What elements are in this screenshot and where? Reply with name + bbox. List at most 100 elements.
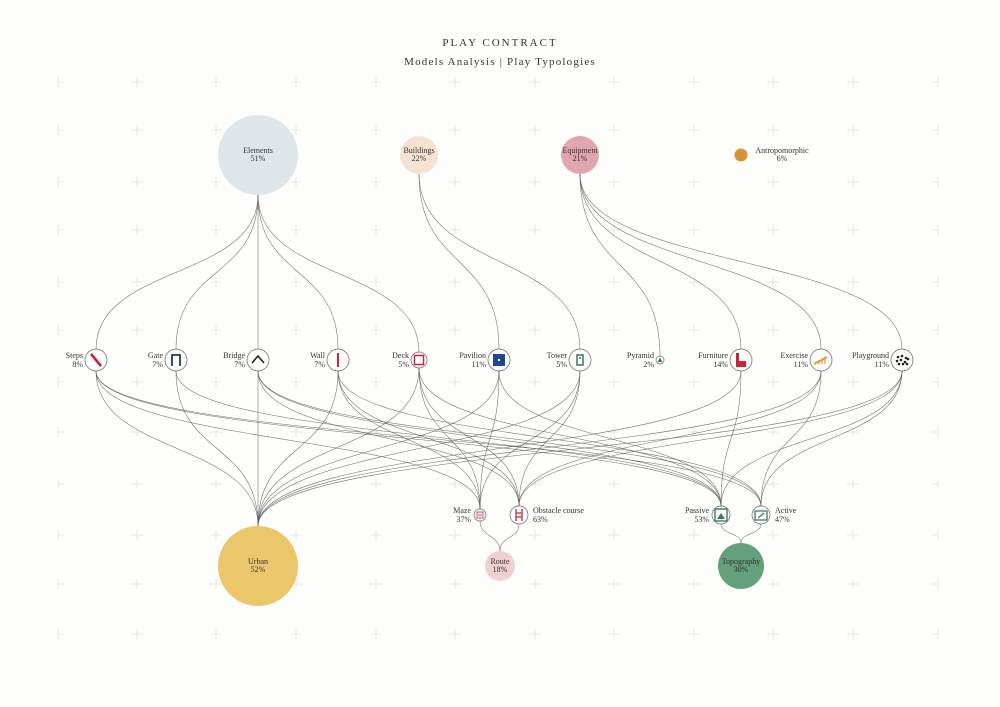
link-tower-to-maze <box>479 370 581 510</box>
link-playground-to-urban <box>257 370 903 527</box>
outcome-topography-bubble <box>718 543 764 589</box>
grid-cross <box>608 579 620 589</box>
grid-cross <box>370 479 382 489</box>
outcome-label: Urban <box>248 557 268 566</box>
grid-cross <box>131 530 143 540</box>
typology-label: Exercise <box>780 351 808 360</box>
grid-cross <box>608 225 620 235</box>
grid-cross <box>131 479 143 489</box>
grid-cross <box>370 177 382 187</box>
grid-cross <box>932 579 939 589</box>
category-label: Equipment <box>562 146 598 155</box>
grid-cross <box>290 629 302 639</box>
grid-cross <box>767 77 779 87</box>
grid-cross <box>57 629 64 639</box>
tower-icon <box>576 354 584 366</box>
link-equipment-to-pyramid <box>579 173 661 357</box>
grid-cross <box>210 225 222 235</box>
link-exercise-to-active <box>760 370 822 507</box>
typology-label: Pavilion <box>459 351 486 360</box>
typology-bridge-ring <box>246 348 270 372</box>
exercise-icon <box>813 356 828 365</box>
typology-value: 11% <box>472 360 487 369</box>
link-maze-to-route <box>479 520 501 552</box>
grid-cross <box>449 325 461 335</box>
grid-cross <box>688 77 700 87</box>
typology-value: 14% <box>713 360 728 369</box>
typology-value: 11% <box>875 360 890 369</box>
link-elements-to-wall <box>257 194 339 350</box>
typology-label: Tower <box>547 351 568 360</box>
connection-links <box>95 173 903 552</box>
grid-cross <box>370 530 382 540</box>
grid-cross <box>370 579 382 589</box>
link-deck-to-passive <box>418 367 722 507</box>
grid-cross <box>932 479 939 489</box>
grid-cross <box>370 325 382 335</box>
typology-value: 7% <box>234 360 245 369</box>
grid-cross <box>290 277 302 287</box>
grid-cross <box>370 225 382 235</box>
link-passive-to-topography <box>720 523 742 544</box>
grid-cross <box>210 530 222 540</box>
link-obstacle-to-route <box>499 523 520 552</box>
typology-label: Steps <box>66 351 83 360</box>
grid-cross <box>57 579 64 589</box>
mode-label: Active <box>775 506 797 515</box>
link-furniture-to-urban <box>257 370 742 527</box>
grid-cross <box>131 77 143 87</box>
playground-icon <box>895 354 910 366</box>
grid-cross <box>847 629 859 639</box>
grid-cross <box>57 479 64 489</box>
category-value: 6% <box>777 154 788 163</box>
typology-value: 2% <box>643 360 654 369</box>
grid-cross <box>847 177 859 187</box>
grid-cross <box>529 325 541 335</box>
link-equipment-to-playground <box>579 173 903 350</box>
typology-label: Gate <box>148 351 164 360</box>
grid-cross <box>932 377 939 387</box>
page-title: PLAY CONTRACT <box>442 37 558 49</box>
link-buildings-to-pavilion <box>418 173 500 350</box>
grid-cross <box>688 277 700 287</box>
typology-label: Wall <box>310 351 326 360</box>
outcome-label: Route <box>490 557 510 566</box>
bridge-icon <box>251 354 265 364</box>
grid-cross <box>767 530 779 540</box>
link-deck-to-obstacle <box>418 367 520 507</box>
grid-cross <box>370 277 382 287</box>
steps-icon <box>90 353 102 367</box>
grid-cross <box>529 177 541 187</box>
mode-value: 47% <box>775 515 790 524</box>
grid-cross <box>608 530 620 540</box>
grid-cross <box>449 225 461 235</box>
grid-cross <box>847 77 859 87</box>
category-elements-bubble <box>218 115 298 195</box>
outcome-route-bubble <box>485 551 515 581</box>
grid-cross <box>608 177 620 187</box>
link-pavilion-to-maze <box>479 370 500 510</box>
